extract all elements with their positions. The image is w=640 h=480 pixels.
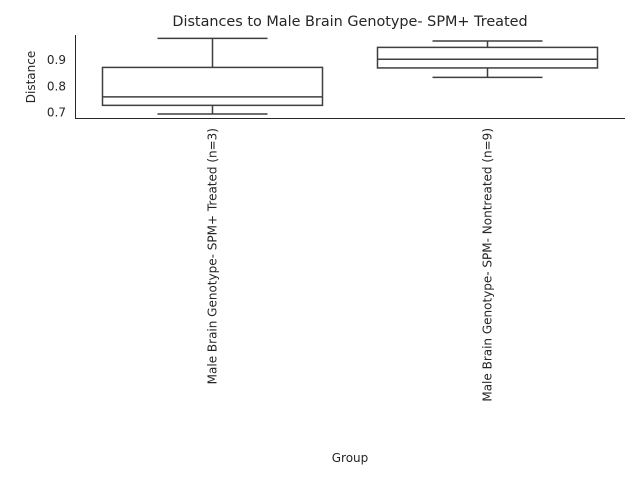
x-axis-label: Group: [332, 451, 369, 465]
y-ticks: 0.7 0.8 0.9: [47, 53, 66, 120]
y-tick-label: 0.7: [47, 106, 66, 120]
iqr-box: [376, 46, 599, 69]
x-tick-label: Male Brain Genotype- SPM- Nontreated (n=…: [481, 128, 495, 402]
box-group: [101, 37, 324, 115]
y-tick-label: 0.8: [47, 79, 66, 93]
box-group: [376, 40, 599, 79]
chart-title: Distances to Male Brain Genotype- SPM+ T…: [172, 14, 527, 30]
iqr-box: [101, 66, 324, 107]
y-tick-label: 0.9: [47, 53, 66, 67]
x-ticks: Male Brain Genotype- SPM+ Treated (n=3) M…: [206, 128, 495, 402]
x-tick-label: Male Brain Genotype- SPM+ Treated (n=3): [206, 128, 220, 384]
plot-area: [101, 37, 599, 115]
y-axis-label: Distance: [24, 51, 38, 103]
